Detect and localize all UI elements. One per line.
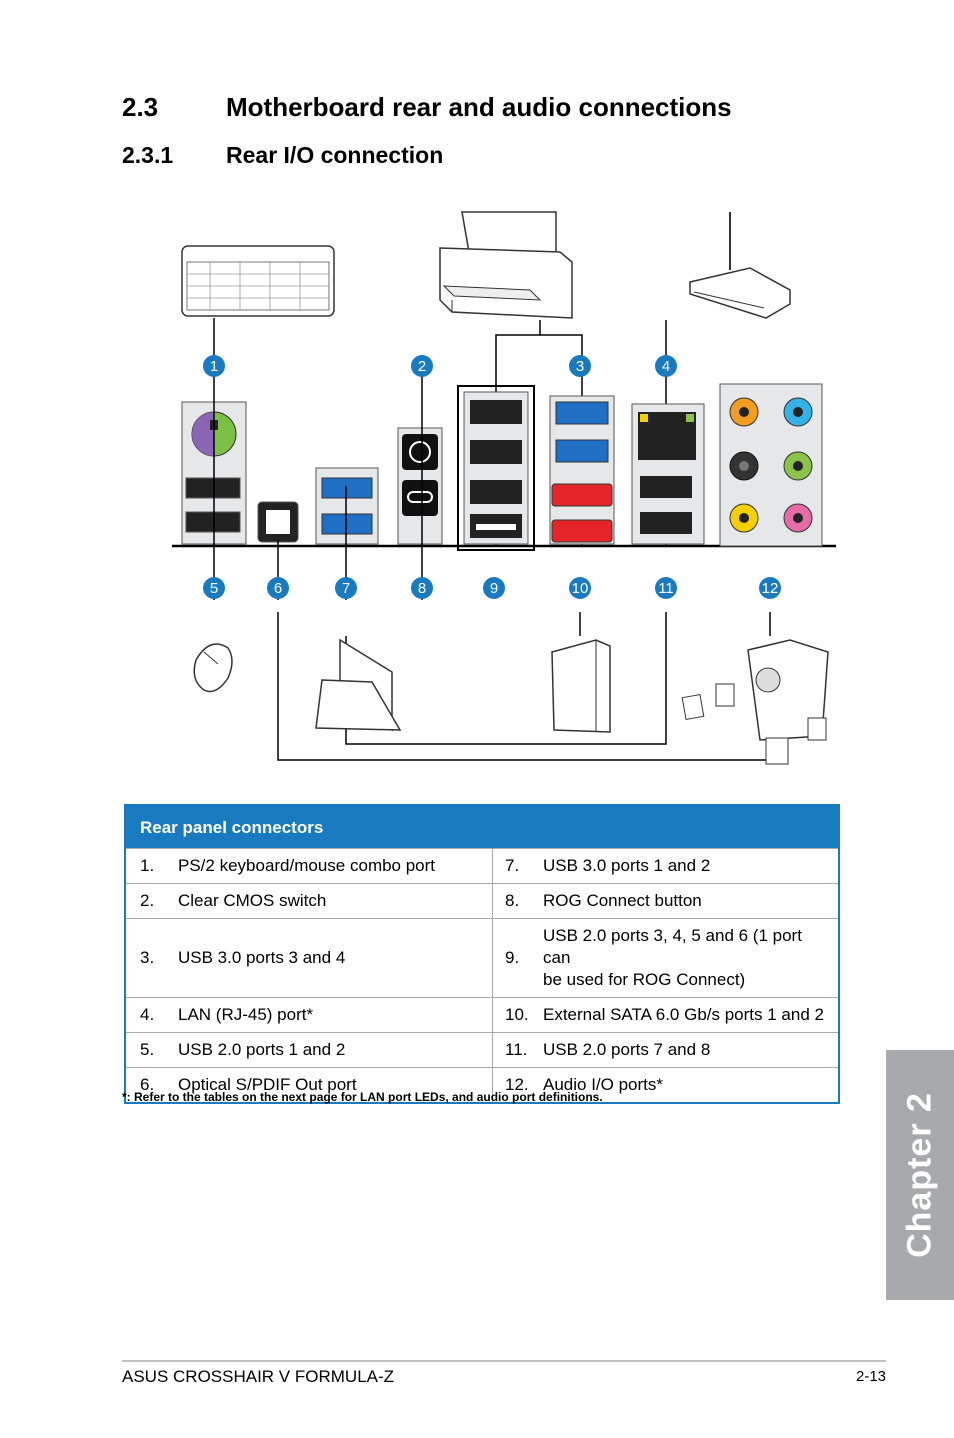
connector-name: USB 3.0 ports 1 and 2 (539, 848, 839, 884)
rear-panel-connectors-table: Rear panel connectors 1.PS/2 keyboard/mo… (124, 804, 840, 1104)
connector-name: ROG Connect button (539, 883, 839, 919)
rear-io-diagram: 1 2 3 4 5 6 7 8 9 10 11 12 (172, 211, 836, 765)
callout-badge-11: 11 (655, 577, 677, 599)
callout-badge-10: 10 (569, 577, 591, 599)
callout-badge-3: 3 (569, 355, 591, 377)
connector-number: 1. (125, 848, 174, 884)
callout-badge-4: 4 (655, 355, 677, 377)
usb3-ports-1-2 (315, 467, 379, 545)
connector-number: 9. (492, 918, 539, 998)
usb3-esata-block (549, 395, 615, 545)
connector-name-line: USB 2.0 ports 3, 4, 5 and 6 (1 port can (543, 926, 802, 967)
callout-label: 1 (210, 358, 218, 375)
monitor-icon (315, 638, 402, 732)
section-title: 2.3 Motherboard rear and audio connection… (122, 92, 732, 123)
connector-name-line: USB 2.0 ports 7 and 8 (543, 1040, 711, 1059)
footnote: *: Refer to the tables on the next page … (122, 1090, 603, 1104)
callout-label: 4 (662, 358, 670, 375)
subsection-title: 2.3.1 Rear I/O connection (122, 142, 443, 169)
speakers-icon (681, 639, 829, 765)
mouse-icon (193, 643, 233, 693)
usb2-ports-3-6 (457, 385, 535, 551)
footer-product-name: ASUS CROSSHAIR V FORMULA-Z (122, 1367, 395, 1386)
lan-usb-block (631, 403, 705, 545)
connector-name: USB 2.0 ports 3, 4, 5 and 6 (1 port can b… (539, 918, 839, 998)
connector-name: USB 3.0 ports 3 and 4 (174, 918, 493, 998)
connector-name: Clear CMOS switch (174, 883, 493, 919)
connector-number: 10. (492, 997, 539, 1033)
callout-badge-7: 7 (335, 577, 357, 599)
table-header: Rear panel connectors (125, 805, 839, 849)
connector-number: 3. (125, 918, 174, 998)
connector-name: Audio I/O ports* (539, 1067, 839, 1103)
printer-icon (439, 211, 573, 319)
callout-badge-9: 9 (483, 577, 505, 599)
connector-number: 6. (125, 1067, 174, 1103)
callout-label: 6 (274, 580, 282, 597)
chapter-tab-label: Chapter 2 (900, 1092, 939, 1258)
callout-badge-2: 2 (411, 355, 433, 377)
callout-badge-6: 6 (267, 577, 289, 599)
external-drive-icon (551, 639, 611, 733)
callout-badge-1: 1 (203, 355, 225, 377)
keyboard-icon (181, 245, 335, 317)
connector-name: USB 2.0 ports 1 and 2 (174, 1032, 493, 1068)
connector-name: LAN (RJ-45) port* (174, 997, 493, 1033)
connector-name-line: External SATA 6.0 Gb/s ports 1 and 2 (543, 1005, 824, 1024)
connector-name-line: be used for ROG Connect) (543, 970, 746, 989)
connector-number: 2. (125, 883, 174, 919)
connector-name: USB 2.0 ports 7 and 8 (539, 1032, 839, 1068)
footer-page-number: 2-13 (856, 1368, 887, 1385)
connector-name-line: ROG Connect button (543, 891, 702, 910)
subsection-title-text: Rear I/O connection (226, 142, 444, 168)
footer-divider (122, 1360, 886, 1362)
audio-jack-block (719, 383, 823, 547)
connector-name: External SATA 6.0 Gb/s ports 1 and 2 (539, 997, 839, 1033)
subsection-number: 2.3.1 (122, 142, 174, 168)
callout-badge-8: 8 (411, 577, 433, 599)
connector-name: PS/2 keyboard/mouse combo port (174, 848, 493, 884)
section-title-text: Motherboard rear and audio connections (226, 92, 732, 122)
chapter-tab: Chapter 2 (886, 1050, 954, 1300)
callout-label: 12 (762, 580, 779, 597)
callout-label: 9 (490, 580, 498, 597)
callout-label: 3 (576, 358, 584, 375)
cmos-rog-buttons (397, 427, 443, 545)
connector-number: 11. (492, 1032, 539, 1068)
connector-number: 4. (125, 997, 174, 1033)
connector-name-line: USB 3.0 ports 1 and 2 (543, 856, 711, 875)
callout-label: 7 (342, 580, 350, 597)
connector-number: 7. (492, 848, 539, 884)
connector-name-line: Audio I/O ports* (543, 1075, 664, 1094)
callout-label: 10 (572, 580, 589, 597)
optical-spdif-port (257, 501, 299, 543)
section-number: 2.3 (122, 92, 159, 122)
connector-number: 5. (125, 1032, 174, 1068)
callout-label: 8 (418, 580, 426, 597)
connector-name: Optical S/PDIF Out port (174, 1067, 493, 1103)
callout-label: 2 (418, 358, 426, 375)
callout-label: 5 (210, 580, 218, 597)
table-row: 4.LAN (RJ-45) port*10.External SATA 6.0 … (125, 997, 839, 1033)
connector-number: 8. (492, 883, 539, 919)
callout-label: 11 (658, 580, 674, 597)
connector-number: 12. (492, 1067, 539, 1103)
callout-badge-5: 5 (203, 577, 225, 599)
router-icon (689, 212, 791, 319)
callout-badge-12: 12 (759, 577, 781, 599)
